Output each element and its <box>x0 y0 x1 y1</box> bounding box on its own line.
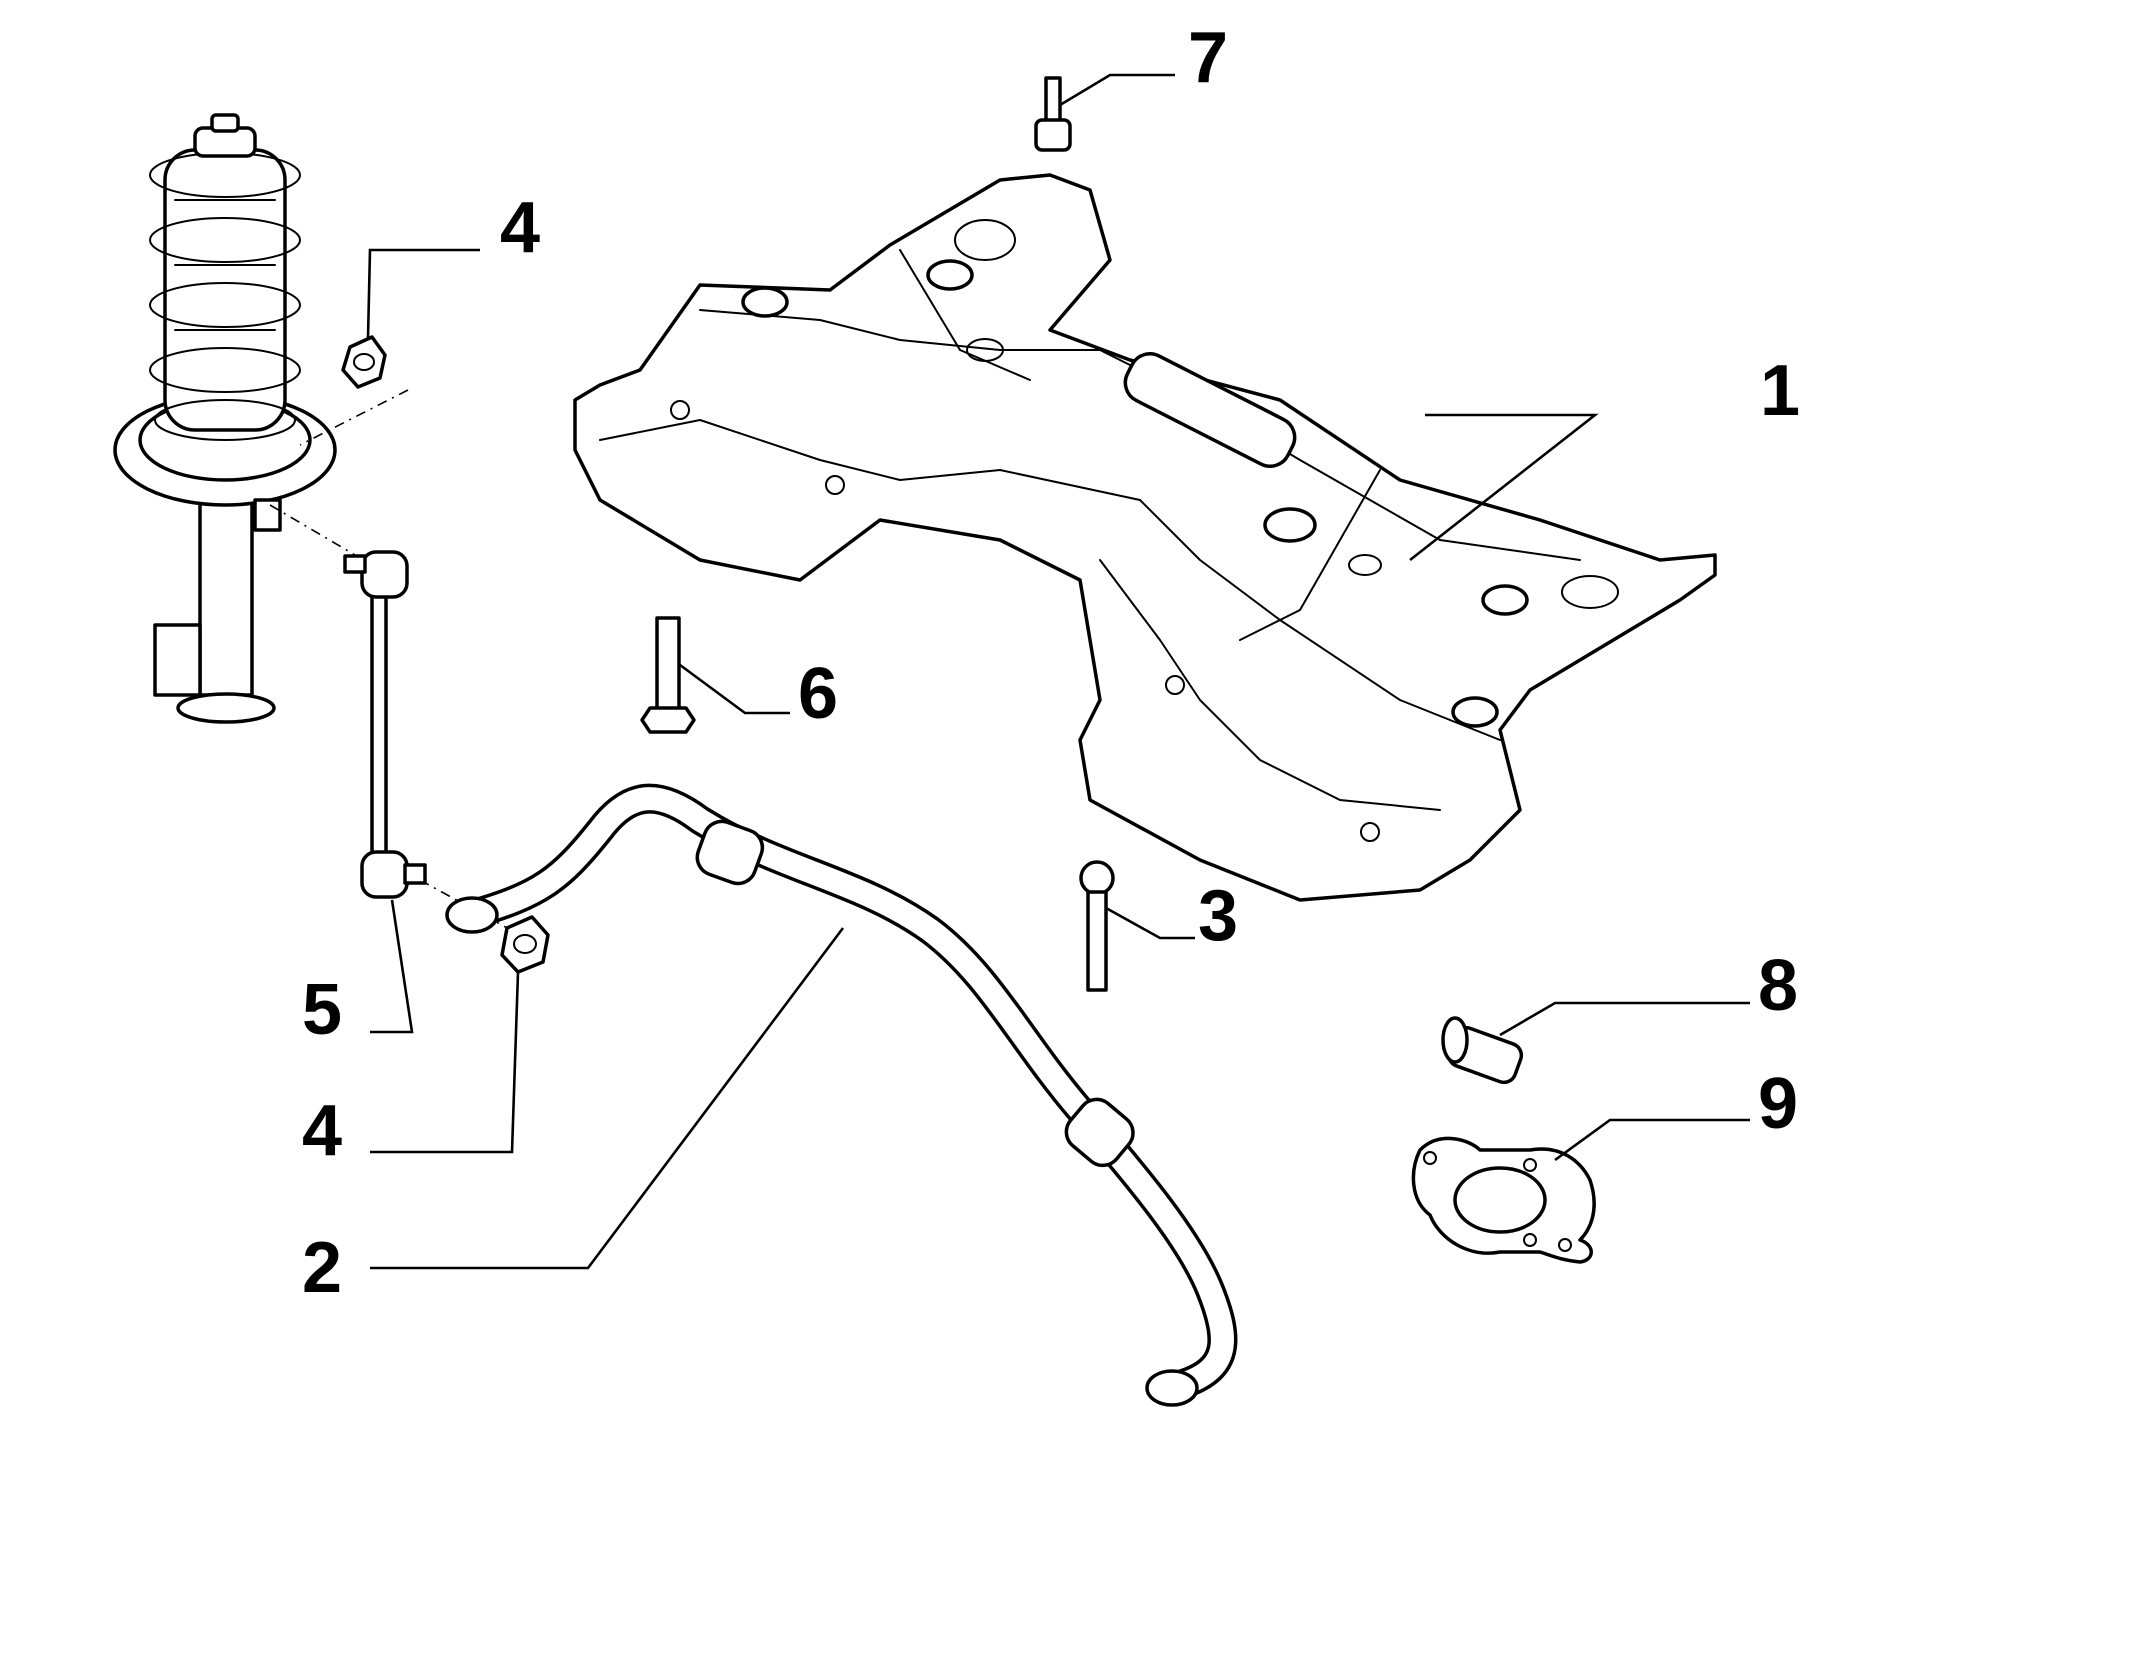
callout-3: 3 <box>1198 876 1238 956</box>
callout-4-lower: 4 <box>302 1091 342 1171</box>
plug-8 <box>1441 1016 1524 1085</box>
leader-3 <box>1105 906 1195 940</box>
bolt-6 <box>640 616 696 734</box>
leader-6 <box>679 663 790 715</box>
stabilizer-bar <box>445 783 1238 1407</box>
leader-7 <box>1059 73 1175 107</box>
leader-8 <box>1499 1001 1750 1037</box>
callout-9: 9 <box>1758 1064 1798 1144</box>
gasket-9 <box>1411 1136 1596 1264</box>
leader-5 <box>370 899 414 1034</box>
callout-4-upper: 4 <box>500 188 540 268</box>
leader-4-lower <box>370 971 520 1154</box>
stabilizer-link <box>343 550 427 899</box>
nut-upper <box>341 335 387 389</box>
callout-7: 7 <box>1188 18 1228 98</box>
strut-assembly <box>113 113 337 724</box>
crossmember <box>573 173 1717 902</box>
callout-2: 2 <box>302 1228 342 1308</box>
callout-1: 1 <box>1760 351 1800 431</box>
callout-6: 6 <box>798 654 838 734</box>
assembly-line-mid <box>269 504 356 556</box>
leader-4-upper <box>366 248 480 339</box>
bolt-3 <box>1079 860 1115 992</box>
callout-5: 5 <box>302 970 342 1050</box>
assembly-line-upper <box>299 389 409 446</box>
leader-9 <box>1554 1118 1750 1162</box>
leader-2 <box>370 927 845 1270</box>
bolt-7 <box>1034 76 1072 152</box>
callout-8: 8 <box>1758 946 1798 1026</box>
leader-1 <box>1409 413 1599 562</box>
nut-lower <box>500 915 550 974</box>
